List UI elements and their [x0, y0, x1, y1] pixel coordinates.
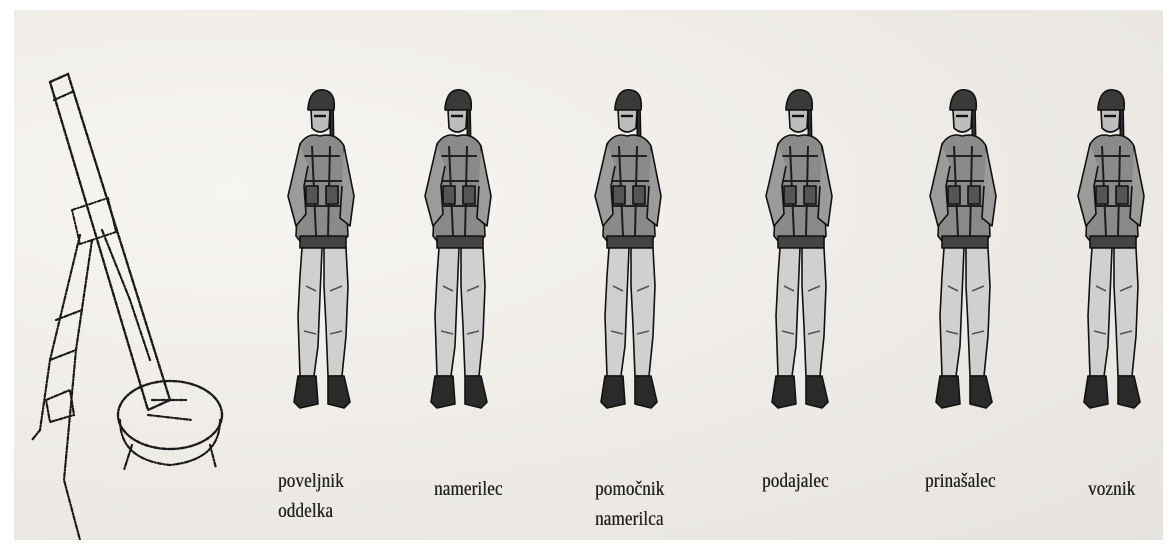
crew-label-line1: namerilec [434, 474, 503, 504]
crew-label-namerilec: namerilec [434, 474, 503, 504]
soldier-figure-4 [756, 86, 846, 426]
crew-label-line1: prinašalec [925, 466, 996, 496]
page-border-bottom [0, 540, 1170, 548]
crew-label-line1: voznik [1088, 474, 1135, 504]
crew-label-podajalec: podajalec [762, 466, 829, 496]
mortar-illustration [20, 60, 250, 545]
crew-label-voznik: voznik [1088, 474, 1135, 504]
crew-label-line1: poveljnik [278, 466, 344, 496]
crew-label-poveljnik: poveljnik oddelka [278, 466, 344, 526]
crew-label-pomocnik: pomočnik namerilca [595, 474, 664, 534]
crew-label-prinasalec: prinašalec [925, 466, 996, 496]
crew-label-line1: pomočnik [595, 474, 664, 504]
soldier-figure-1 [278, 86, 368, 426]
crew-label-line2: namerilca [595, 504, 664, 534]
soldier-figure-2 [415, 86, 505, 426]
crew-label-line2: oddelka [278, 496, 344, 526]
soldier-figure-3 [585, 86, 675, 426]
crew-label-line1: podajalec [762, 466, 829, 496]
page-border-right [1163, 0, 1170, 548]
soldier-figure-6 [1068, 86, 1158, 426]
soldier-figure-5 [920, 86, 1010, 426]
